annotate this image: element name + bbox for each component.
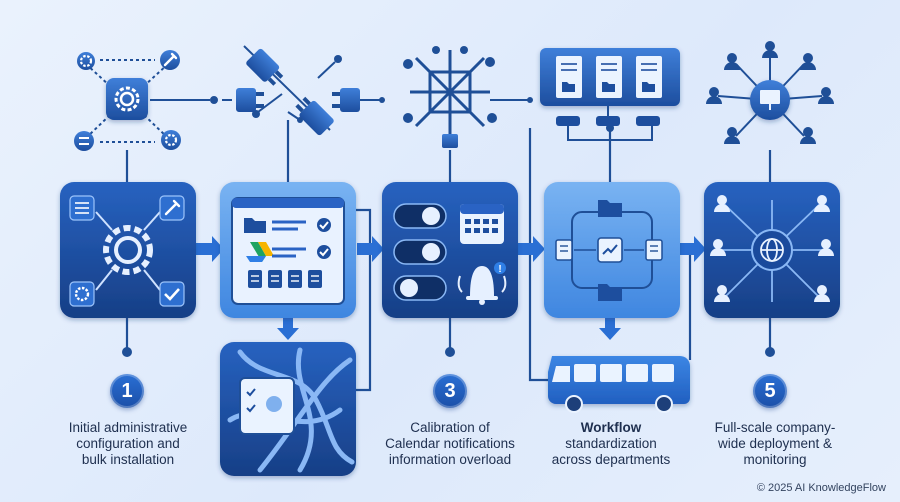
document-icon bbox=[555, 239, 663, 261]
connector-plug-icon bbox=[246, 48, 284, 86]
workflow-icon bbox=[597, 237, 623, 263]
gear-icon bbox=[103, 225, 153, 275]
wrench-icon bbox=[164, 199, 181, 216]
step-2-top-cluster bbox=[222, 45, 385, 136]
checkmark-icon bbox=[164, 288, 180, 301]
gear-icon bbox=[161, 130, 181, 150]
caption-line: Calibration of bbox=[410, 420, 490, 435]
step-5-top-cluster bbox=[706, 41, 834, 144]
wrench-icon bbox=[160, 50, 180, 70]
connector-plug-icon bbox=[332, 88, 360, 112]
caption-line: monitoring bbox=[743, 452, 807, 467]
caption-line: wide deployment & bbox=[717, 436, 833, 451]
caption-line: Initial administrative bbox=[68, 420, 188, 435]
caption-line: Full-scale company- bbox=[714, 420, 836, 435]
step-4-top-cluster bbox=[540, 48, 680, 141]
step-4-caption: Workflow standardization across departme… bbox=[536, 420, 686, 468]
checkmark-icon bbox=[246, 388, 256, 397]
checkmark-icon bbox=[317, 218, 331, 232]
folder-icon bbox=[598, 200, 622, 301]
caption-line: Calendar notifications bbox=[385, 436, 515, 451]
step-2-tile bbox=[220, 182, 356, 318]
toggle-switch-icon bbox=[393, 203, 447, 301]
connector-plug-icon bbox=[295, 96, 334, 136]
presentation-icon bbox=[760, 90, 780, 110]
caption-line: configuration and bbox=[76, 436, 180, 451]
bus-icon bbox=[548, 356, 690, 413]
step-5-caption: Full-scale company- wide deployment & mo… bbox=[700, 420, 850, 468]
step-1-caption: Initial administrative configuration and… bbox=[52, 420, 204, 468]
calendar-icon bbox=[460, 204, 504, 244]
svg-text:!: ! bbox=[498, 264, 501, 275]
sliders-icon bbox=[74, 131, 94, 151]
connector-line bbox=[150, 96, 218, 104]
user-icon bbox=[706, 41, 834, 144]
folder-icon bbox=[244, 218, 266, 233]
caption-line: across departments bbox=[551, 452, 671, 467]
gear-icon bbox=[77, 52, 95, 70]
step-4-tile bbox=[544, 182, 680, 318]
sliders-icon bbox=[75, 202, 89, 214]
step-2-bottom-tile bbox=[220, 342, 356, 476]
google-drive-icon bbox=[246, 242, 274, 262]
caption-line: Workflow bbox=[580, 420, 642, 435]
step-3-caption: Calibration of Calendar notifications in… bbox=[370, 420, 530, 468]
caption-line: bulk installation bbox=[81, 452, 175, 467]
caption-line: standardization bbox=[565, 436, 657, 451]
flow-arrows bbox=[196, 236, 706, 340]
user-icon bbox=[710, 195, 834, 302]
document-icon bbox=[248, 270, 322, 288]
gear-icon bbox=[74, 286, 90, 302]
step-1-number: 1 bbox=[110, 374, 144, 408]
step-5-number: 5 bbox=[753, 374, 787, 408]
step-3-tile: ! bbox=[382, 182, 518, 318]
connector-plug-icon bbox=[236, 88, 264, 112]
bell-icon: ! bbox=[457, 262, 507, 305]
network-icon bbox=[266, 396, 282, 412]
step-1-top-cluster bbox=[74, 50, 218, 151]
step-5-tile bbox=[704, 182, 840, 318]
caption-line: information overload bbox=[388, 452, 512, 467]
step-1-tile bbox=[60, 182, 196, 318]
globe-icon bbox=[760, 238, 784, 262]
step-3-number: 3 bbox=[433, 374, 467, 408]
copyright-footer: © 2025 AI KnowledgeFlow bbox=[756, 482, 886, 494]
gear-icon bbox=[114, 86, 140, 112]
step-3-top-cluster bbox=[403, 46, 533, 148]
